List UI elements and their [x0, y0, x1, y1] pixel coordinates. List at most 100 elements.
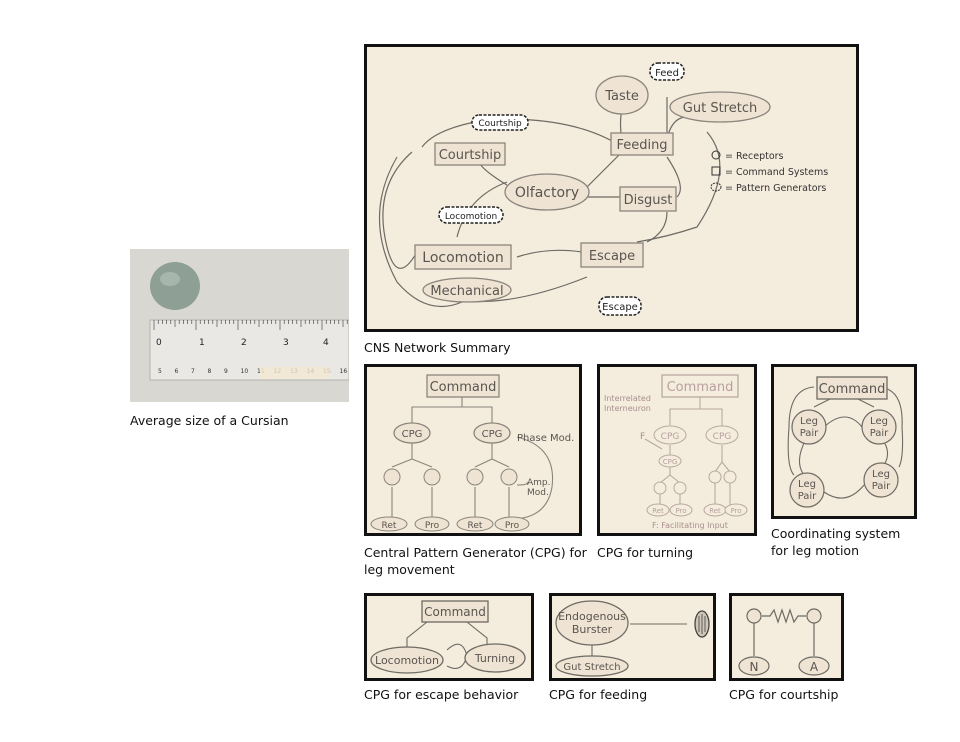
node-courtship-tag-label: Courtship	[478, 119, 522, 129]
cpg-escape-panel: Command Locomotion Turning	[364, 593, 534, 681]
node-escape-tag	[598, 296, 642, 316]
node-gut-stretch-label: Gut Stretch	[683, 101, 757, 116]
caption-coordinating-line2: for leg motion	[771, 543, 860, 558]
leg-pair-bottom-left-label-2: Pair	[798, 491, 817, 502]
cpg-escape-turning-label: Turning	[474, 652, 515, 665]
node-courtship	[434, 142, 506, 166]
cpg-courtship-n	[738, 656, 770, 676]
cpg-courtship-a	[798, 656, 830, 676]
caption-cpg-courtship: CPG for courtship	[729, 687, 839, 702]
legend-command-icon	[711, 166, 721, 176]
cpg-leg-ret-2-label: Ret	[468, 521, 483, 531]
caption-cpg-leg-line1: Central Pattern Generator (CPG) for	[364, 545, 587, 560]
coordinating-diagram: Command Leg Pair Leg Pair Leg Pair Leg P…	[787, 376, 904, 508]
node-mechanical	[422, 277, 512, 303]
node-feed-tag-label: Feed	[655, 68, 679, 79]
coordinating-command-label: Command	[819, 382, 886, 397]
leg-pair-top-left	[791, 409, 827, 445]
ruler-bottom-number: 16	[340, 368, 348, 375]
edge-courtship-locomotion	[382, 151, 418, 269]
leg-pair-top-right-label-2: Pair	[870, 428, 889, 439]
cpg-turning-f: F	[640, 432, 645, 442]
cpg-turning-pro-2	[724, 503, 748, 517]
leg-pair-bottom-right-label-1: Leg	[872, 469, 890, 480]
cpg-turning-pro-2-label: Pro	[730, 507, 741, 515]
cpg-leg-pro-2-label: Pro	[505, 521, 520, 531]
ruler-bottom-number: 7	[191, 368, 195, 375]
cpg-leg-command-label: Command	[430, 380, 497, 395]
cpg-courtship-neuron-right	[806, 608, 822, 624]
node-olfactory-label: Olfactory	[515, 185, 579, 201]
cpg-leg-neuron-4	[500, 468, 518, 486]
cpg-courtship-diagram: N A	[738, 608, 830, 676]
cpg-turning-command-label: Command	[667, 380, 734, 395]
ruler-label-2: 2	[241, 338, 247, 348]
cpg-turning-neuron-1	[653, 481, 667, 495]
node-feeding	[610, 132, 674, 156]
edge-feeding-disgust	[666, 156, 681, 198]
cpg-leg-cpg-left	[393, 422, 431, 444]
legend-pattern-generators: = Pattern Generators	[725, 183, 826, 194]
ruler-bottom-number: 6	[175, 368, 179, 375]
cpg-escape-diagram: Command Locomotion Turning	[370, 600, 526, 674]
node-taste-label: Taste	[604, 89, 639, 104]
cpg-escape-command-label: Command	[424, 605, 486, 619]
leg-pair-top-left-label-2: Pair	[800, 428, 819, 439]
cpg-courtship-n-label: N	[750, 660, 759, 674]
cpg-escape-turning	[464, 643, 526, 673]
cpg-feeding-burster-label-2: Burster	[572, 623, 613, 636]
cpg-turning-cpg-left-label: CPG	[661, 432, 680, 442]
cursian-photo-drawing: 0 1 2 3 4 5678910111213141516	[130, 249, 349, 402]
caption-coordinating: Coordinating system for leg motion	[771, 525, 900, 559]
cpg-turning-command	[661, 374, 739, 398]
node-olfactory	[504, 173, 590, 211]
caption-cpg-leg-line2: leg movement	[364, 562, 455, 577]
node-disgust	[619, 186, 677, 212]
cursian-photo: 0 1 2 3 4 5678910111213141516	[130, 249, 349, 402]
edge-disgust-escape	[646, 211, 668, 243]
node-gut-stretch	[669, 91, 771, 123]
leg-pair-bottom-right	[863, 462, 899, 498]
cpg-courtship-neuron-left	[746, 608, 762, 624]
leg-pair-bottom-left-label-1: Leg	[798, 479, 816, 490]
node-courtship-tag	[471, 114, 529, 131]
coordinating-command	[816, 376, 888, 400]
legend-command-systems: = Command Systems	[725, 167, 828, 178]
cpg-leg-ret-1	[370, 516, 408, 532]
node-escape	[580, 242, 644, 268]
node-courtship-label: Courtship	[439, 148, 502, 163]
cpg-leg-neuron-1	[383, 468, 401, 486]
cpg-turning-neuron-2	[673, 481, 687, 495]
legend-receptors: = Receptors	[725, 151, 784, 162]
cpg-leg-cpg-right	[473, 422, 511, 444]
cpg-courtship-panel: N A	[729, 593, 844, 681]
node-locomotion-label: Locomotion	[422, 250, 503, 266]
edge-olfactory-feeding	[586, 151, 623, 188]
cpg-turning-diagram: Command Interrelated Interneuron F CPG C…	[604, 374, 748, 530]
node-escape-label: Escape	[589, 249, 635, 264]
node-locomotion-tag	[438, 206, 504, 224]
node-escape-tag-label: Escape	[602, 302, 638, 313]
cns-network-diagram: Taste Feed Gut Stretch Courtship Courtsh…	[378, 62, 828, 316]
ruler-label-4: 4	[323, 338, 329, 348]
cpg-escape-command	[421, 600, 489, 623]
caption-cpg-turning: CPG for turning	[597, 545, 694, 560]
cpg-leg-pro-2	[494, 516, 530, 532]
cpg-turning-note: F: Facilitating Input	[652, 521, 728, 530]
cpg-turning-pro-1-label: Pro	[675, 507, 686, 515]
edge-olfactory-locomotion	[456, 181, 508, 238]
ruler-label-1: 1	[199, 338, 205, 348]
ruler-bottom-number: 9	[224, 368, 228, 375]
cpg-feeding-muscle-lines	[698, 614, 706, 634]
cpg-feeding-gut-stretch-label: Gut Stretch	[563, 662, 620, 673]
node-feeding-label: Feeding	[616, 138, 667, 153]
cpg-leg-command	[426, 374, 500, 398]
caption-cpg-leg: Central Pattern Generator (CPG) for leg …	[364, 544, 587, 578]
edge-locomotion-escape	[516, 249, 583, 258]
cpg-courtship-spring	[762, 608, 806, 624]
cpg-feeding-burster	[555, 600, 629, 646]
cpg-leg-pro-1-label: Pro	[425, 521, 440, 531]
cpg-turning-interneuron-2: Interneuron	[604, 404, 651, 413]
cpg-leg-cpg-left-label: CPG	[402, 429, 423, 440]
ruler-label-0: 0	[156, 338, 162, 348]
